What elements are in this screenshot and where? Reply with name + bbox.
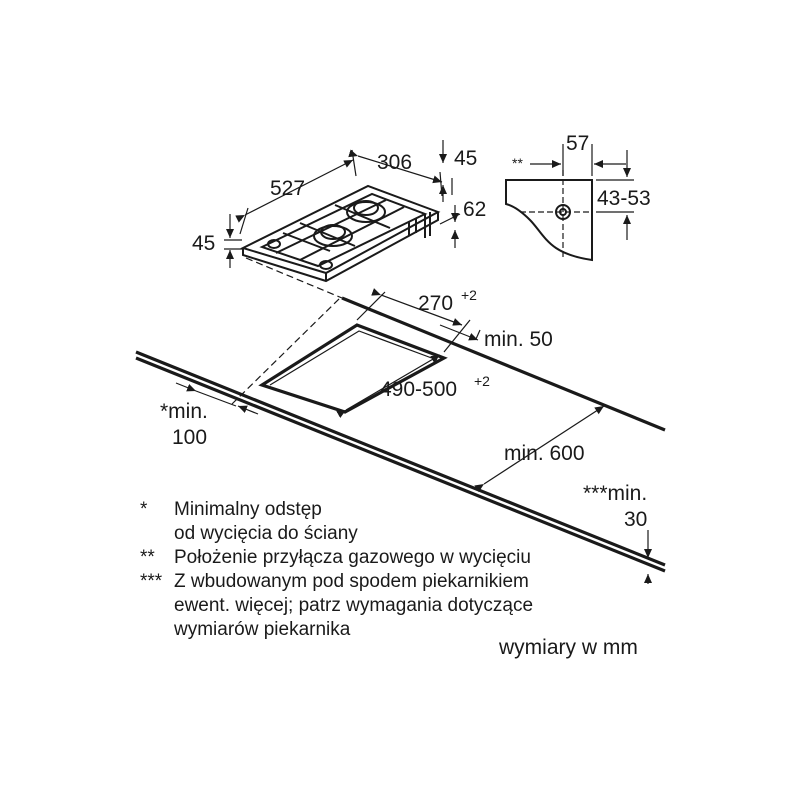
- cutout-depth-label: 490-500: [380, 378, 457, 401]
- footnote-3-line-3: wymiarów piekarnika: [174, 619, 351, 640]
- bottom-clearance-label-line1: ***min.: [583, 482, 647, 505]
- front-clearance-label: min. 50: [484, 328, 553, 351]
- footnote-2: ** Położenie przyłącza gazowego w wycięc…: [140, 546, 533, 570]
- dim-height-top-label: 45: [454, 147, 477, 170]
- footnote-1-line-1: Minimalny odstęp: [174, 499, 322, 520]
- dim-height-left-label: 45: [192, 232, 215, 255]
- cutout-dimensions: 270 +2 min. 50 490-500 +2 *min. 100 min.…: [160, 287, 652, 584]
- dim-offset-label: 57: [566, 132, 589, 155]
- footnote-1-mark: *: [140, 499, 148, 520]
- footnote-3-line-2: ewent. więcej; patrz wymagania dotyczące: [174, 595, 534, 616]
- footnote-3: *** Z wbudowanym pod spodem piekarnikiem…: [140, 570, 533, 642]
- connection-marker: **: [512, 155, 523, 171]
- hob-dimensions: 527 306 45 62 45: [192, 140, 486, 268]
- cutout-width-tolerance: +2: [461, 287, 477, 303]
- wall-clearance-label-line2: 100: [172, 426, 207, 449]
- dim-width-label: 306: [377, 151, 412, 174]
- control-knob-right: [319, 260, 333, 270]
- footnote-1: * Minimalny odstęp od wycięcia do ściany: [140, 498, 533, 546]
- side-clearance-label: min. 600: [504, 442, 585, 465]
- footnote-legend: * Minimalny odstęp od wycięcia do ściany…: [140, 498, 533, 642]
- control-knob-left: [267, 239, 281, 249]
- burner-front: [313, 224, 353, 247]
- bottom-clearance-label-line2: 30: [624, 508, 647, 531]
- dim-depth-label: 527: [270, 177, 305, 200]
- footnote-3-line-1: Z wbudowanym pod spodem piekarnikiem: [174, 571, 529, 592]
- gas-connection-detail: 57 ** 43-53: [505, 132, 651, 262]
- dim-height-range-label: 43-53: [597, 187, 651, 210]
- units-note: wymiary w mm: [499, 636, 638, 659]
- wall-clearance-label-line1: *min.: [160, 400, 208, 423]
- worktop-cutout: [258, 323, 448, 414]
- footnote-1-line-2: od wycięcia do ściany: [174, 523, 358, 544]
- footnote-2-line-1: Położenie przyłącza gazowego w wycięciu: [174, 547, 531, 568]
- cutout-depth-tolerance: +2: [474, 373, 490, 389]
- cutout-width-label: 270: [418, 292, 453, 315]
- dim-knob-offset-label: 62: [463, 198, 486, 221]
- footnote-3-mark: ***: [140, 571, 163, 592]
- footnote-2-mark: **: [140, 547, 155, 568]
- gas-hob-drawing: [240, 184, 441, 283]
